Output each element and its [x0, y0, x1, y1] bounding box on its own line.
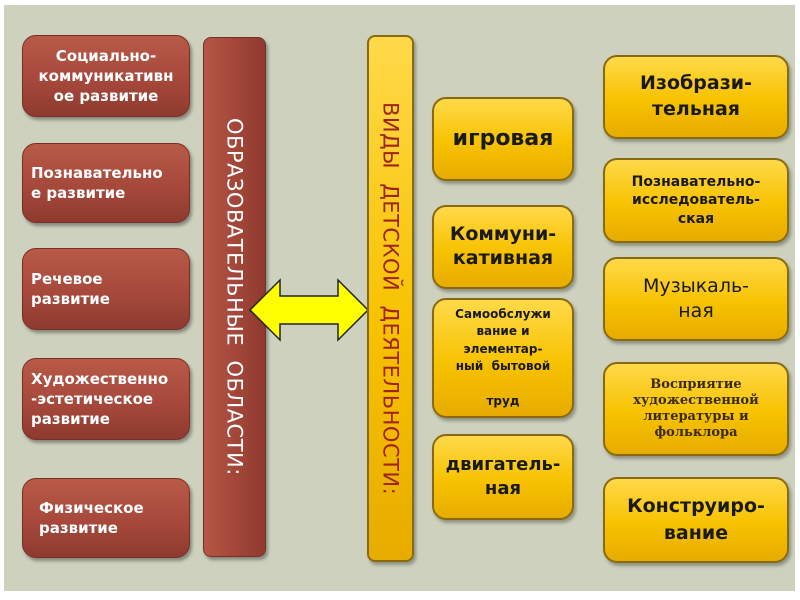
area-physical: Физическое развитие — [22, 478, 190, 558]
activity-literature-folklore: Восприятие художественной литературы и ф… — [603, 362, 789, 456]
activity-visual-arts: Изобрази- тельная — [603, 55, 789, 139]
activities-title-bar: ВИДЫ ДЕТСКОЙ ДЕЯТЕЛЬНОСТИ: — [367, 35, 414, 562]
activity-construction: Конструиро- вание — [603, 477, 789, 563]
area-speech: Речевое развитие — [22, 248, 190, 330]
activity-cognitive-research: Познавательно- исследователь- ская — [603, 158, 789, 243]
slide: Социально- коммуникативн ое развитие Поз… — [4, 5, 795, 591]
areas-title: ОБРАЗОВАТЕЛЬНЫЕ ОБЛАСТИ: — [222, 118, 247, 476]
double-arrow-icon — [248, 278, 370, 342]
activity-motor: двигатель- ная — [432, 434, 574, 520]
area-artistic-aesthetic: Художественно -эстетическое развитие — [22, 358, 190, 440]
activity-music: Музыкаль- ная — [603, 257, 789, 341]
activity-communicative: Коммуни- кативная — [432, 205, 574, 289]
area-social-communicative: Социально- коммуникативн ое развитие — [22, 35, 190, 117]
activity-self-service: Самообслужи вание и элементар- ный бытов… — [432, 298, 574, 418]
activity-play: игровая — [432, 97, 574, 181]
areas-title-bar: ОБРАЗОВАТЕЛЬНЫЕ ОБЛАСТИ: — [203, 37, 266, 557]
activities-title: ВИДЫ ДЕТСКОЙ ДЕЯТЕЛЬНОСТИ: — [378, 101, 403, 496]
area-cognitive: Познавательно е развитие — [22, 143, 190, 223]
